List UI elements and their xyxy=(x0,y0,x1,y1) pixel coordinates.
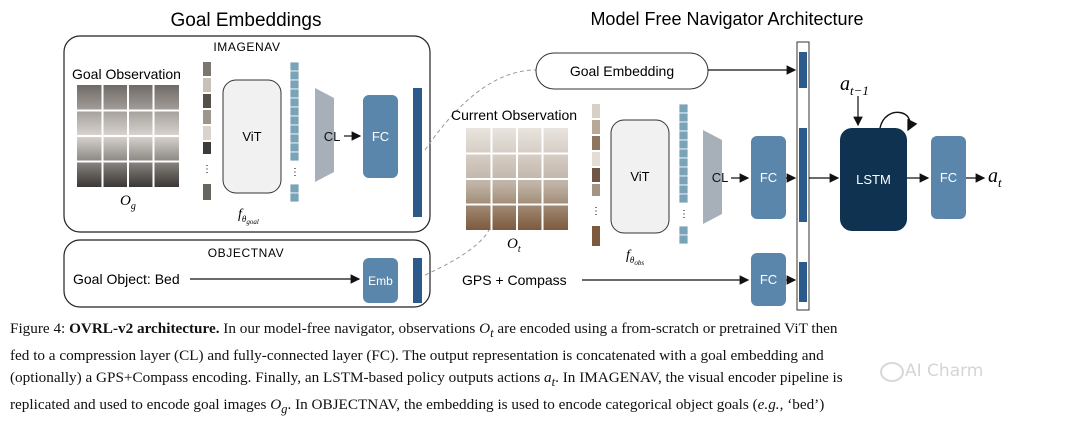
svg-text:⋮: ⋮ xyxy=(290,167,300,178)
gps-compass-label: GPS + Compass xyxy=(462,272,567,288)
caption-line-2: fed to a compression layer (CL) and full… xyxy=(10,346,824,364)
goal-embedding-vector xyxy=(413,88,422,217)
lstm-recurrent-loop xyxy=(879,111,918,132)
objectnav-label: OBJECTNAV xyxy=(208,246,285,260)
fc-gps-block xyxy=(751,253,786,306)
a-prev-symbol: at−1 xyxy=(840,73,869,98)
vit-obs-label: ViT xyxy=(630,169,649,184)
caption-line-4: replicated and used to encode goal image… xyxy=(10,395,825,416)
fc-obs-label: FC xyxy=(760,170,777,185)
obs-patch-strip: ⋮ xyxy=(591,104,601,246)
imagenav-panel xyxy=(63,35,431,233)
lstm-label: LSTM xyxy=(856,172,891,187)
current-observation-image xyxy=(466,128,568,230)
caption-line-3: (optionally) a GPS+Compass encoding. Fin… xyxy=(10,369,843,390)
objectnav-panel xyxy=(63,239,431,308)
f-goal-symbol: fθgoal xyxy=(238,207,259,226)
object-embedding-vector xyxy=(413,258,422,303)
vit-goal-block xyxy=(222,79,282,194)
fc-goal-label: FC xyxy=(372,129,389,144)
a-t-symbol: at xyxy=(988,165,1002,190)
o-g-symbol: Og xyxy=(120,193,136,212)
navigator-title: Model Free Navigator Architecture xyxy=(590,9,863,29)
goal-embedding-pill-label: Goal Embedding xyxy=(570,63,674,79)
emb-label: Emb xyxy=(368,274,393,288)
goal-token-column xyxy=(289,61,300,203)
architecture-figure: Goal Embeddings Model Free Navigator Arc… xyxy=(63,9,1002,311)
goal-patch-strip: ⋮ xyxy=(202,62,212,200)
o-t-symbol: Ot xyxy=(507,236,521,255)
concat-vector xyxy=(796,41,810,311)
figure-caption: Figure 4: OVRL-v2 architecture. In our m… xyxy=(10,318,1072,420)
watermark-icon xyxy=(880,362,904,382)
current-observation-label: Current Observation xyxy=(451,107,577,123)
obs-token-column xyxy=(678,103,689,245)
watermark: AI Charm xyxy=(905,361,984,381)
dashed-connector-bottom xyxy=(424,227,491,276)
vit-goal-label: ViT xyxy=(242,129,261,144)
fc-goal-block xyxy=(363,95,398,178)
svg-text:⋮: ⋮ xyxy=(679,209,689,220)
goal-embedding-pill xyxy=(535,52,709,90)
goal-embeddings-title: Goal Embeddings xyxy=(170,10,321,31)
vit-obs-block xyxy=(610,119,670,234)
goal-object-label: Goal Object: Bed xyxy=(73,271,180,287)
svg-text:⋮: ⋮ xyxy=(202,164,212,175)
cl-goal-block xyxy=(315,88,334,182)
dashed-connector-top xyxy=(424,69,537,151)
caption-line-1: Figure 4: OVRL-v2 architecture. In our m… xyxy=(10,320,838,341)
fc-gps-label: FC xyxy=(760,272,777,287)
f-obs-symbol: fθobs xyxy=(626,248,644,267)
goal-observation-label: Goal Observation xyxy=(72,66,181,82)
fc-final-block xyxy=(931,136,966,219)
fc-obs-block xyxy=(751,136,786,219)
svg-text:⋮: ⋮ xyxy=(591,206,601,217)
cl-obs-block xyxy=(703,130,722,224)
emb-block xyxy=(363,258,398,303)
imagenav-label: IMAGENAV xyxy=(213,40,280,54)
goal-observation-image xyxy=(77,85,179,187)
fc-final-label: FC xyxy=(940,170,957,185)
cl-goal-label: CL xyxy=(324,129,341,144)
cl-obs-label: CL xyxy=(712,170,729,185)
lstm-block xyxy=(840,128,907,231)
